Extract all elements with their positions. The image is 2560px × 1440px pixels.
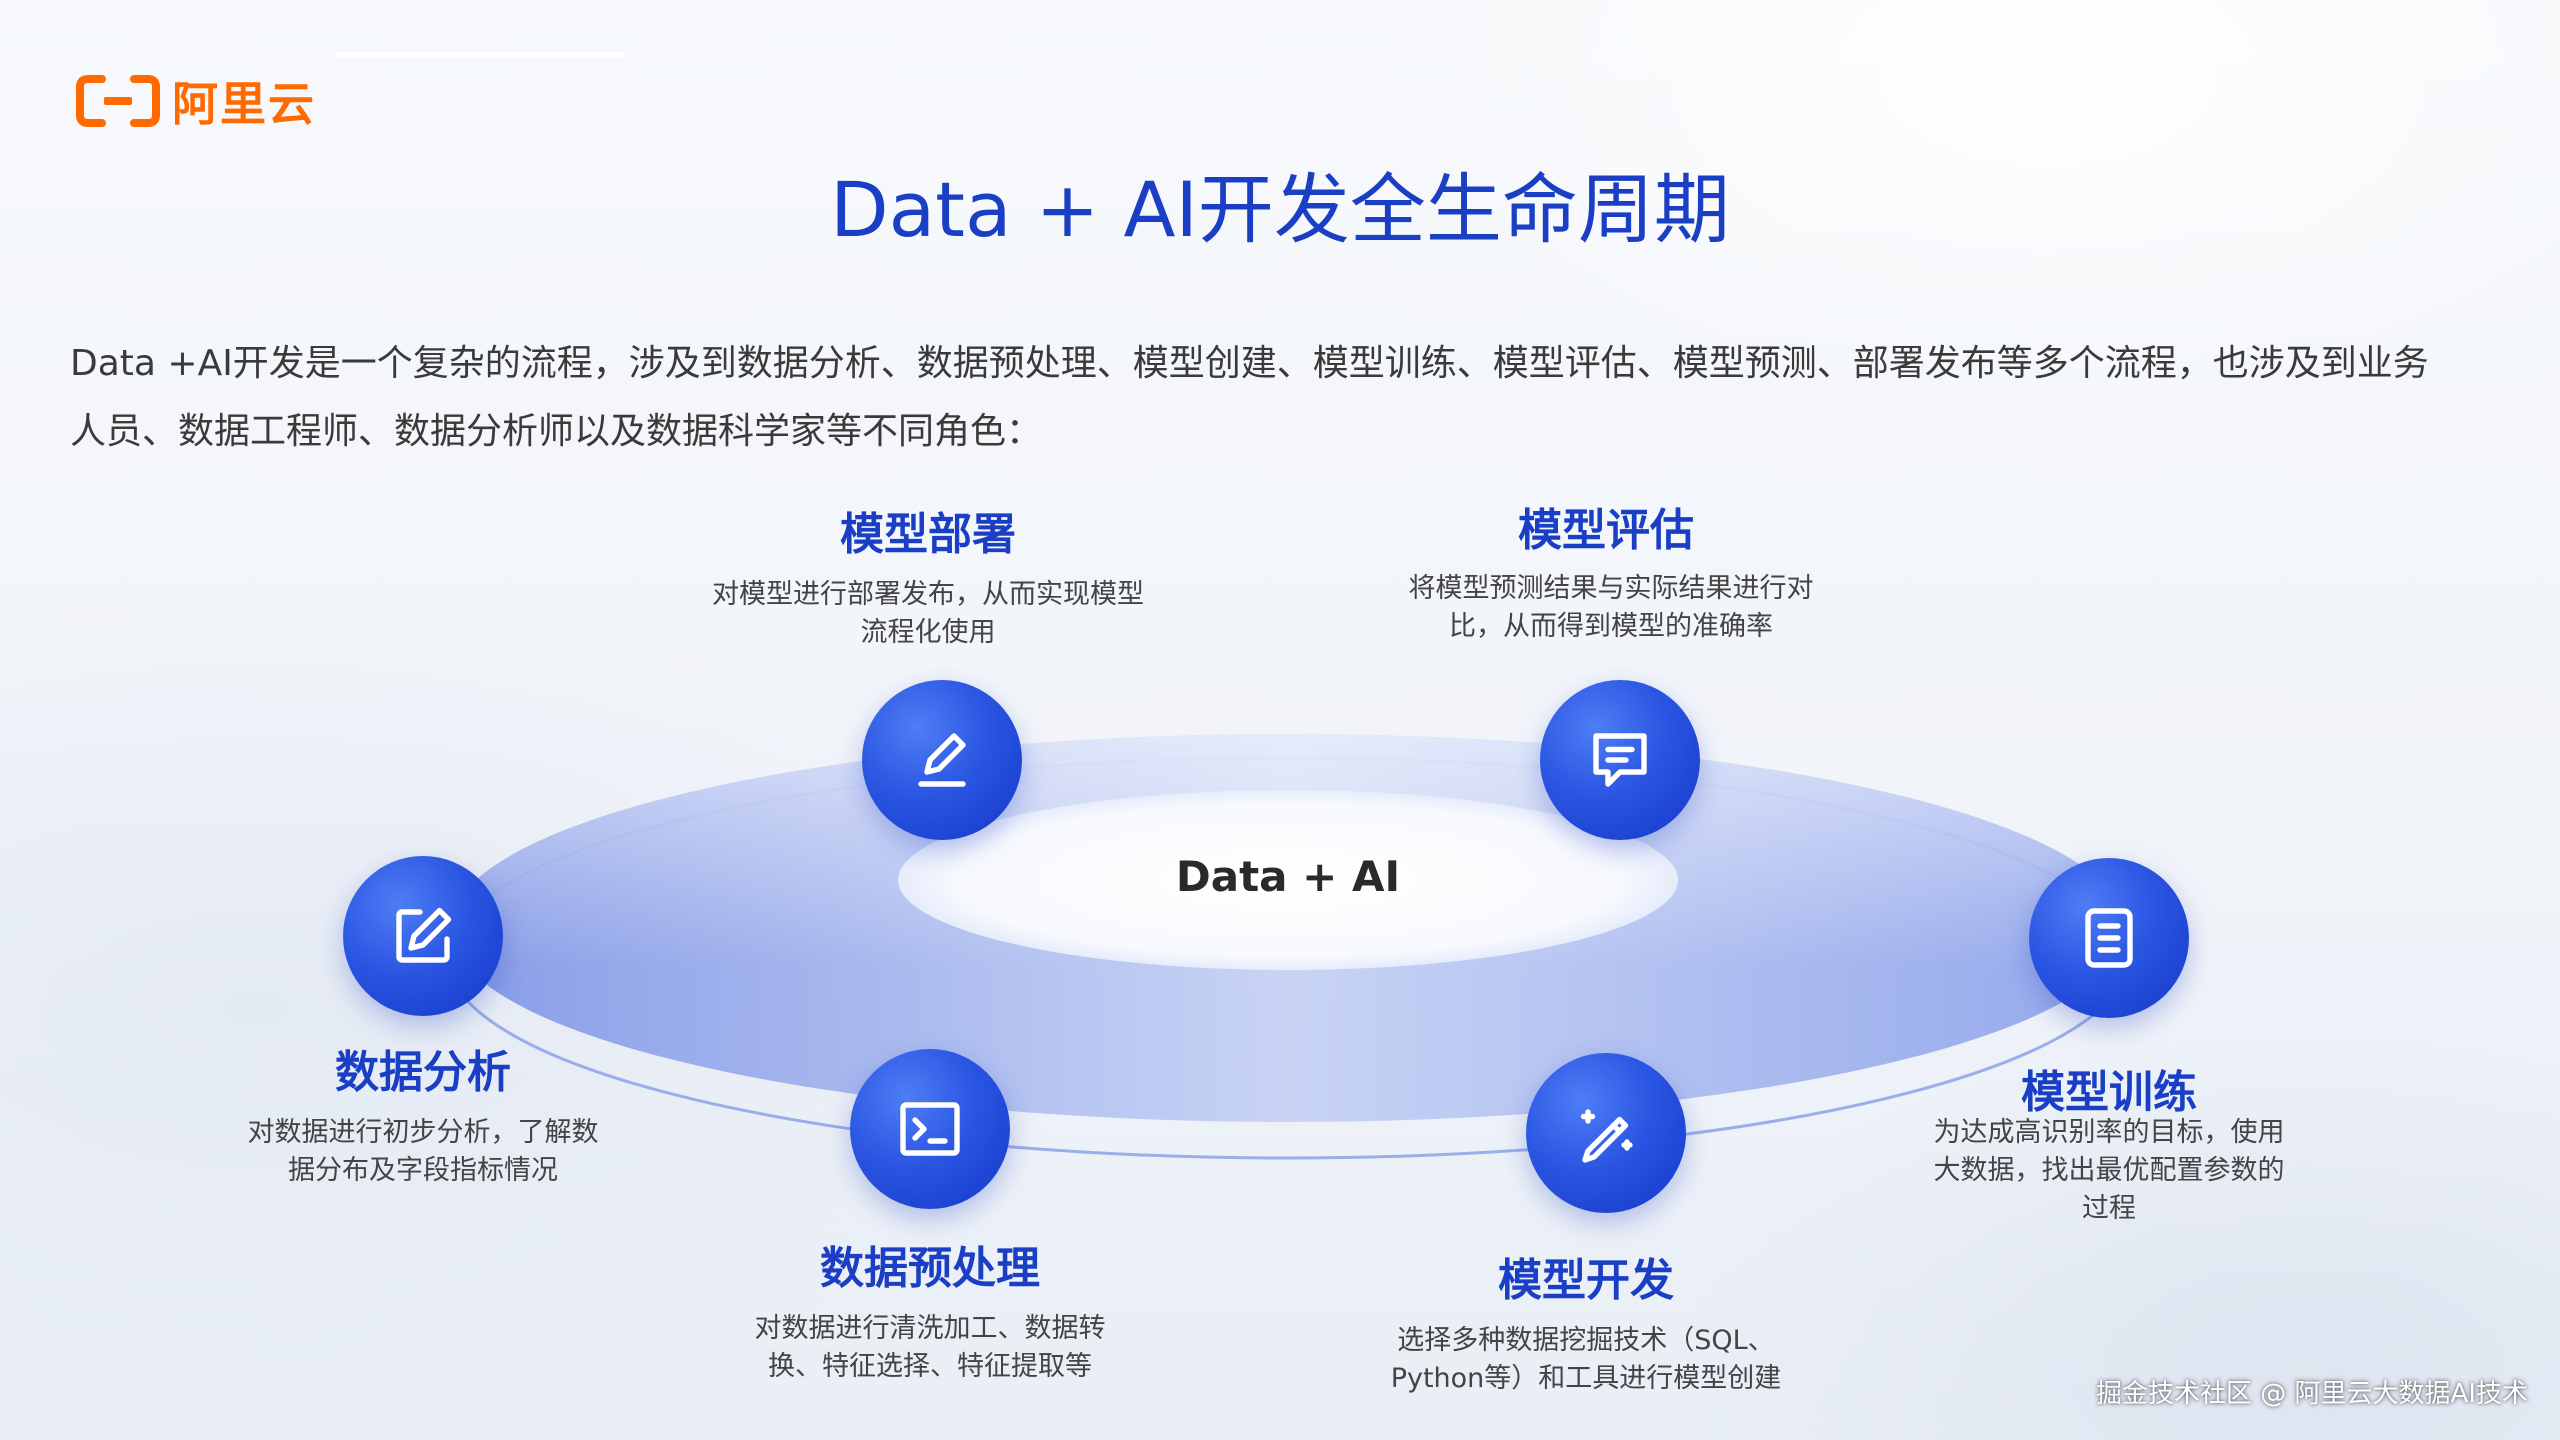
node-model-deployment — [862, 680, 1022, 840]
stage-title-model-training: 模型训练 — [2021, 1067, 2197, 1118]
node-model-development — [1526, 1053, 1686, 1213]
stage-title-model-evaluation: 模型评估 — [1518, 505, 1694, 556]
message-icon — [1593, 733, 1647, 787]
logo-text: 阿里云 — [172, 77, 316, 131]
stage-title-model-development: 模型开发 — [1498, 1255, 1674, 1306]
stage-desc-model-training: 为达成高识别率的目标，使用大数据，找出最优配置参数的过程 — [1933, 1117, 2285, 1224]
terminal-icon — [900, 1102, 960, 1156]
stage-desc-data-analysis: 对数据进行初步分析，了解数据分布及字段指标情况 — [247, 1117, 599, 1186]
stage-desc-model-development: 选择多种数据挖掘技术（SQL、Python等）和工具进行模型创建 — [1390, 1325, 1782, 1394]
pen-icon — [918, 733, 966, 787]
ring-center-hole — [898, 790, 1678, 970]
stage-desc-data-preprocessing: 对数据进行清洗加工、数据转换、特征选择、特征提取等 — [754, 1313, 1106, 1382]
stage-title-model-deployment: 模型部署 — [840, 509, 1016, 560]
center-label: Data + AI — [1175, 852, 1401, 901]
stage-title-data-preprocessing: 数据预处理 — [820, 1243, 1040, 1294]
logo: 阿里云 — [76, 68, 316, 134]
document-icon — [2085, 908, 2133, 968]
node-data-analysis — [343, 856, 503, 1016]
edit-square-icon — [396, 907, 452, 963]
node-data-preprocessing — [850, 1049, 1010, 1209]
stage-desc-model-evaluation: 将模型预测结果与实际结果进行对比，从而得到模型的准确率 — [1408, 573, 1814, 642]
node-model-evaluation — [1540, 680, 1700, 840]
page-title: Data + AI开发全生命周期 — [830, 165, 1730, 254]
stage-desc-model-deployment: 对模型进行部署发布，从而实现模型流程化使用 — [712, 579, 1144, 648]
aliyun-logo-icon — [76, 75, 160, 127]
footer-watermark: 掘金技术社区 @ 阿里云大数据AI技术 — [2096, 1379, 2528, 1409]
stage-title-data-analysis: 数据分析 — [335, 1047, 511, 1098]
intro-paragraph: Data +AI开发是一个复杂的流程，涉及到数据分析、数据预处理、模型创建、模型… — [70, 343, 2429, 452]
magic-pen-icon — [1580, 1109, 1633, 1163]
node-model-training — [2029, 858, 2189, 1018]
decorative-line — [335, 52, 625, 58]
